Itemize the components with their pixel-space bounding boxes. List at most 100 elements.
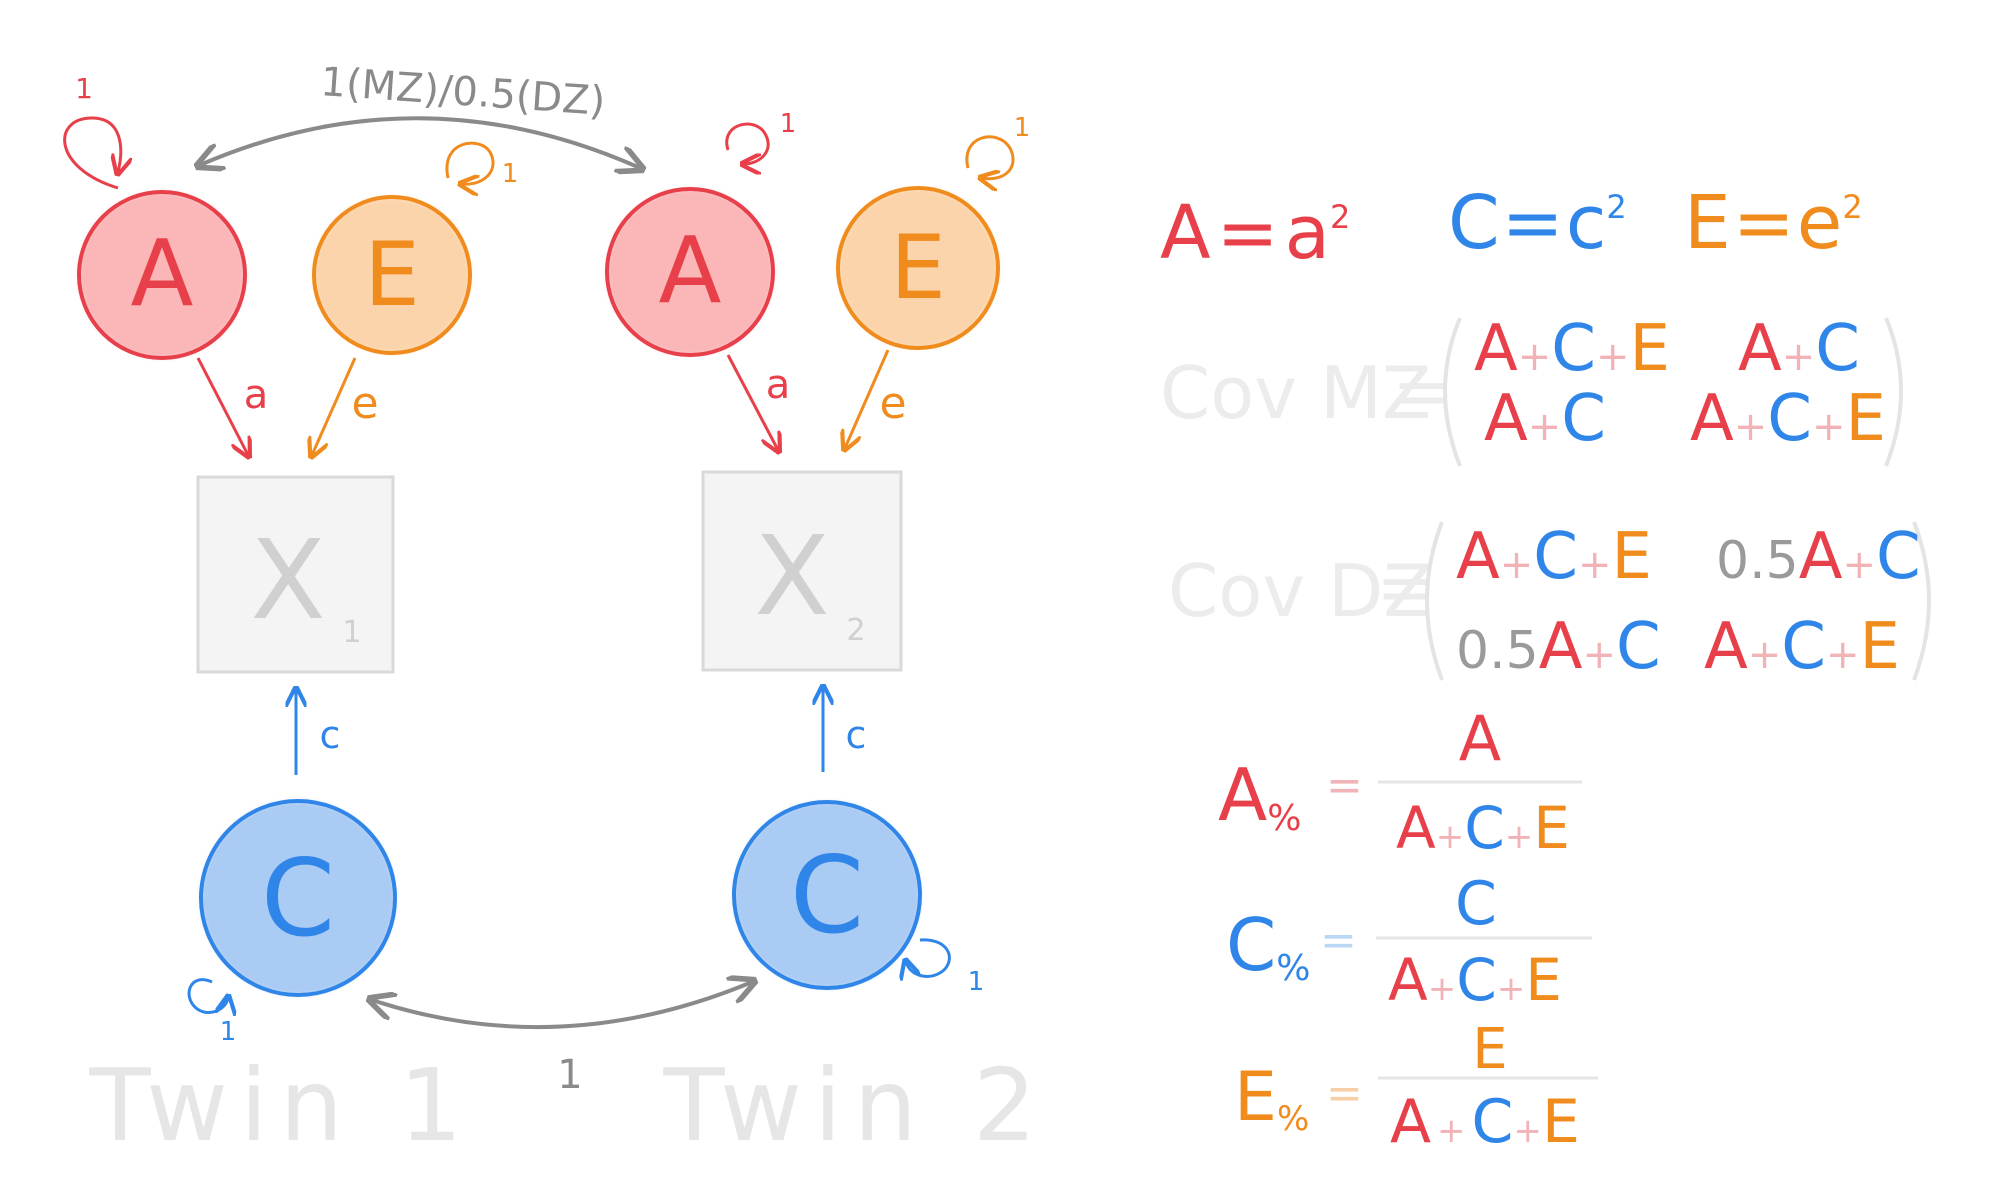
mz-r1c2-a: A (1738, 312, 1782, 386)
twin1-path-e-arrow (312, 357, 357, 455)
twin2-a-variance-loop (725, 122, 770, 164)
a-percent-formula: A% = A A+C+E (1218, 702, 1582, 862)
def-e-eq: = (1733, 180, 1795, 266)
svg-text:C%: C% (1226, 903, 1311, 989)
twin1-x-subscript: 1 (342, 615, 361, 650)
twin1-c-variance-loop (187, 978, 228, 1013)
twin1-c-letter: C (261, 837, 335, 960)
svg-text:A+C+E: A+C+E (1704, 610, 1900, 684)
twin1-e-node: E (312, 195, 472, 355)
a-pct-letter: A (1218, 753, 1267, 837)
cov-mz-right-paren (1884, 317, 1903, 467)
dz-r2c1-a: A (1539, 610, 1583, 684)
dz-r1c2-c: C (1876, 520, 1921, 594)
e-percent-formula: E% = E A+C+E (1234, 1017, 1598, 1157)
mz-r2c1-a: A (1484, 382, 1528, 456)
def-e-exp: 2 (1842, 188, 1862, 226)
def-c-eq: = (1502, 180, 1564, 266)
twin2-path-a-arrow (726, 354, 778, 450)
cov-dz-left-paren (1425, 521, 1444, 681)
c-correlation-arc (372, 982, 752, 1030)
cov-dz-equation: Cov DZ = A+C+E 0.5A+C 0.5A+C A+C+E (1168, 520, 1931, 684)
twin2-e-letter: E (890, 216, 946, 319)
mz-r1c2-c: C (1815, 312, 1860, 386)
mz-r2c2-e: E (1846, 382, 1886, 456)
svg-text:A+C: A+C (1738, 312, 1860, 386)
twin2-e-variance-loop (965, 135, 1015, 179)
c-percent-formula: C% = C A+C+E (1226, 869, 1592, 1014)
def-c-exp: 2 (1606, 188, 1626, 226)
def-a-exp: 2 (1330, 198, 1350, 236)
cov-mz-equation: Cov MZ = A+C+E A+C A+C A+C+E (1160, 312, 1903, 467)
mz-r2c2-plus2: + (1812, 404, 1846, 450)
svg-text:A%: A% (1218, 753, 1301, 839)
svg-text:0.5A+C: 0.5A+C (1716, 520, 1921, 594)
svg-text:A+C+E: A+C+E (1690, 382, 1886, 456)
twin2-x-letter: X (754, 512, 829, 640)
twin1-e-variance-loop (445, 141, 495, 184)
dz-r1c1-a: A (1456, 520, 1500, 594)
c-pct-sign: % (1276, 948, 1310, 989)
dz-r2c2-plus1: + (1748, 632, 1782, 678)
svg-text:C=c2: C=c2 (1448, 180, 1627, 266)
dz-r1c1-plus1: + (1500, 542, 1534, 588)
variance-definitions: A=a2 C=c2 E=e2 (1160, 180, 1863, 276)
dz-r2c2-a: A (1704, 610, 1748, 684)
twin1-a-letter: A (131, 220, 194, 327)
svg-text:E=e2: E=e2 (1684, 180, 1863, 266)
cov-mz-equals: = (1392, 349, 1452, 433)
twin2-a-letter: A (659, 217, 722, 324)
dz-r1c1-plus2: + (1578, 542, 1612, 588)
a-pct-equals: = (1326, 760, 1363, 811)
svg-text:A+C: A+C (1484, 382, 1606, 456)
svg-text:A+C+E: A+C+E (1456, 520, 1652, 594)
twin2-e-variance-label: 1 (1014, 113, 1031, 143)
a-correlation-label: 1(MZ)/0.5(DZ) (319, 59, 607, 125)
svg-text:A+C+E: A+C+E (1474, 312, 1670, 386)
c-pct-letter: C (1226, 903, 1276, 987)
def-a-eq: = (1217, 190, 1279, 276)
dz-r2c2-plus2: + (1826, 632, 1860, 678)
twin1-label: Twin 1 (89, 1047, 475, 1164)
c-pct-equals: = (1320, 915, 1357, 966)
svg-text:A+C+E: A+C+E (1396, 794, 1570, 862)
def-a-lhs: A (1160, 190, 1211, 276)
twin1-a-variance-loop (63, 116, 121, 190)
e-pct-letter: E (1234, 1058, 1277, 1137)
dz-r1c1-c: C (1533, 520, 1578, 594)
twin2-c-node: C (732, 800, 922, 990)
def-a-rhs: a (1285, 190, 1330, 276)
twin1-c-variance-label: 1 (220, 1017, 237, 1047)
a-pct-sign: % (1267, 798, 1301, 839)
def-c-rhs: c (1566, 180, 1607, 266)
c-pct-numerator: C (1455, 869, 1497, 939)
twin2-path-e-arrow (845, 349, 890, 448)
svg-text:A+C+E: A+C+E (1388, 946, 1562, 1014)
twin1-x-letter: X (250, 516, 325, 644)
twin2-path-a-label: a (766, 362, 791, 408)
twin1-path-a-arrow (196, 357, 248, 455)
dz-r2c1-c: C (1616, 610, 1661, 684)
a-pct-numerator: A (1459, 702, 1501, 775)
e-pct-equals: = (1326, 1068, 1363, 1119)
mz-r1c1-plus2: + (1596, 334, 1630, 380)
dz-r2c1-coef: 0.5 (1456, 621, 1539, 681)
mz-r1c1-e: E (1630, 312, 1670, 386)
cov-mz-label: Cov MZ (1160, 351, 1431, 435)
mz-r1c1-a: A (1474, 312, 1518, 386)
twin2-c-letter: C (790, 834, 864, 957)
dz-r1c1-e: E (1612, 520, 1652, 594)
def-e-lhs: E (1684, 180, 1731, 266)
mz-r2c2-plus1: + (1734, 404, 1768, 450)
twin1-a-variance-label: 1 (75, 72, 93, 105)
mz-r2c1-c: C (1561, 382, 1606, 456)
dz-r1c2-a: A (1799, 520, 1843, 594)
cov-dz-right-paren (1912, 521, 1931, 681)
mz-r1c2-plus: + (1782, 334, 1816, 380)
twin1-a-node: A (77, 190, 247, 360)
twin1-path-c-label: c (320, 713, 341, 757)
dz-r1c2-plus: + (1842, 542, 1876, 588)
c-correlation-label: 1 (557, 1052, 582, 1098)
